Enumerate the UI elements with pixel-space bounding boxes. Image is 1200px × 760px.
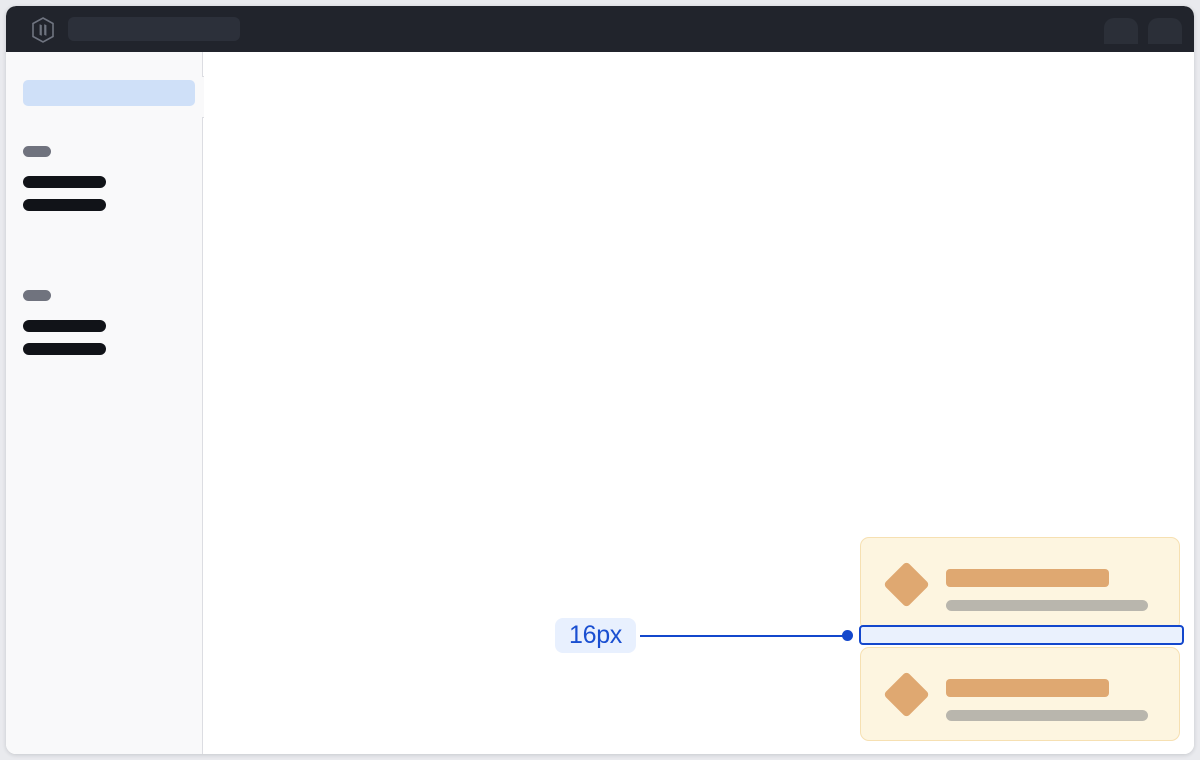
sidebar-item-1-2[interactable] (23, 199, 106, 211)
sidebar-group-2 (23, 290, 106, 355)
sidebar-group-1 (23, 146, 106, 211)
sidebar (6, 52, 203, 754)
measurement-badge: 16px (555, 618, 637, 653)
body-area: 16px (6, 52, 1194, 754)
diamond-icon (883, 671, 930, 718)
header-placeholder-a[interactable] (1104, 18, 1138, 44)
sidebar-item-1-1[interactable] (23, 176, 106, 188)
header-placeholder-b[interactable] (1148, 18, 1182, 44)
sidebar-item-2-2[interactable] (23, 343, 106, 355)
spacing-gap-highlight (859, 625, 1184, 645)
sidebar-group-label (23, 290, 51, 301)
notification-subtitle (946, 710, 1148, 721)
notification-card[interactable] (860, 537, 1180, 631)
app-window: 16px (6, 6, 1194, 754)
diamond-icon (883, 561, 930, 608)
sidebar-item-2-1[interactable] (23, 320, 106, 332)
main-canvas: 16px (204, 52, 1194, 754)
notification-title (946, 679, 1109, 697)
notification-subtitle (946, 600, 1148, 611)
notification-title (946, 569, 1109, 587)
notification-card[interactable] (860, 647, 1180, 741)
hashicorp-hexagon-logo-icon[interactable] (30, 17, 56, 43)
header-bar (6, 6, 1194, 52)
sidebar-group-label (23, 146, 51, 157)
measurement-endpoint-dot (842, 630, 853, 641)
search-input[interactable] (68, 17, 240, 41)
sidebar-item-active[interactable] (23, 80, 195, 106)
measurement-leader-line (640, 634, 848, 637)
